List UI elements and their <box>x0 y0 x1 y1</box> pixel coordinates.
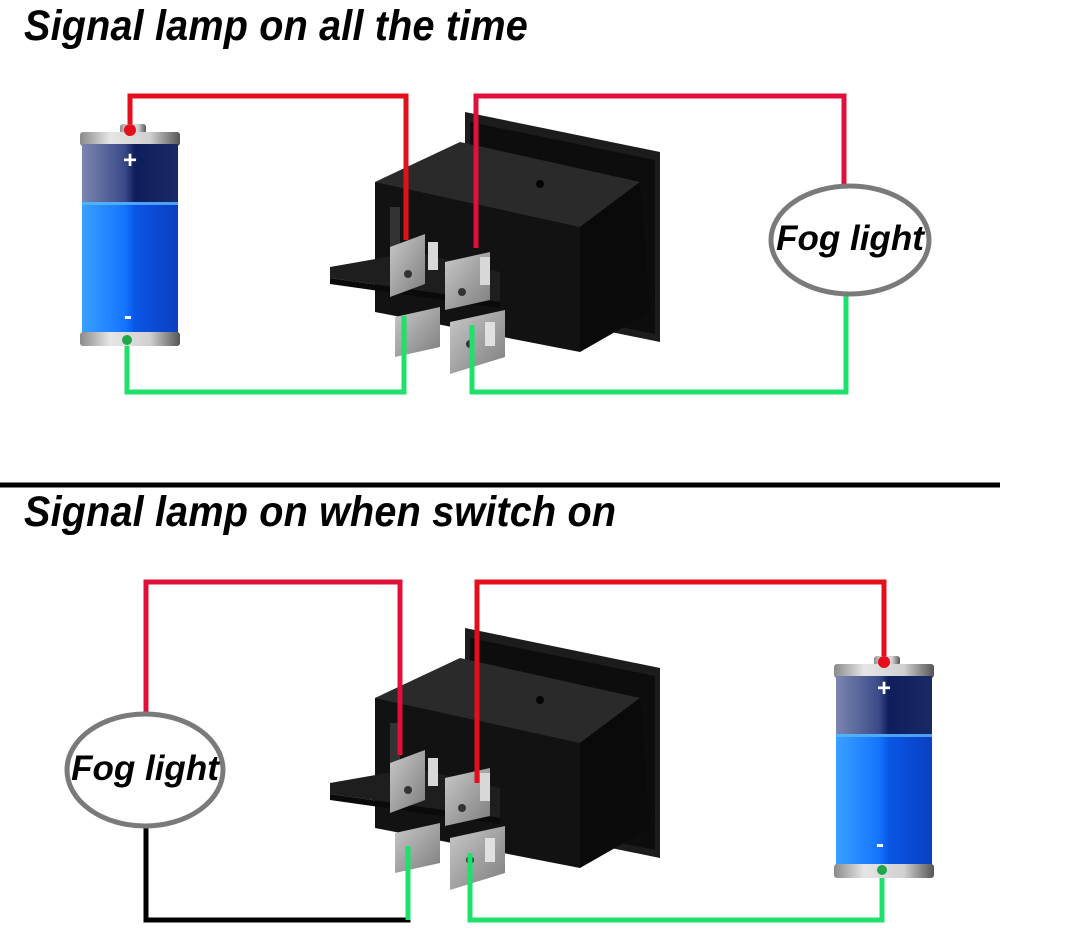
section-title-always-on: Signal lamp on all the time <box>24 2 528 50</box>
section-title-switch-on: Signal lamp on when switch on <box>24 488 617 536</box>
battery: + - <box>80 124 180 346</box>
battery-negative-label: - <box>124 303 132 330</box>
rocker-switch <box>330 628 660 890</box>
section-switch-on: + - Fog light <box>64 579 934 923</box>
wire-black-lamp-to-switch <box>143 826 411 923</box>
fog-light-label: Fog light <box>71 749 220 788</box>
battery-positive-label: + <box>123 147 137 174</box>
section-always-on: + - Fog light <box>80 93 932 395</box>
battery-negative-label: - <box>876 831 884 858</box>
fog-light-outline <box>768 183 932 297</box>
fog-light-outline <box>64 711 226 829</box>
battery-positive-terminal <box>124 124 136 136</box>
battery-positive-terminal <box>878 656 890 668</box>
battery-negative-terminal <box>877 865 887 875</box>
fog-light-label: Fog light <box>776 219 925 258</box>
battery: + - <box>834 656 934 878</box>
battery-negative-terminal <box>122 335 132 345</box>
wire-green-switch-to-battery <box>467 853 885 923</box>
battery-positive-label: + <box>877 675 891 702</box>
fog-light: Fog light <box>64 711 226 829</box>
rocker-switch <box>330 112 660 374</box>
fog-light: Fog light <box>768 183 932 297</box>
